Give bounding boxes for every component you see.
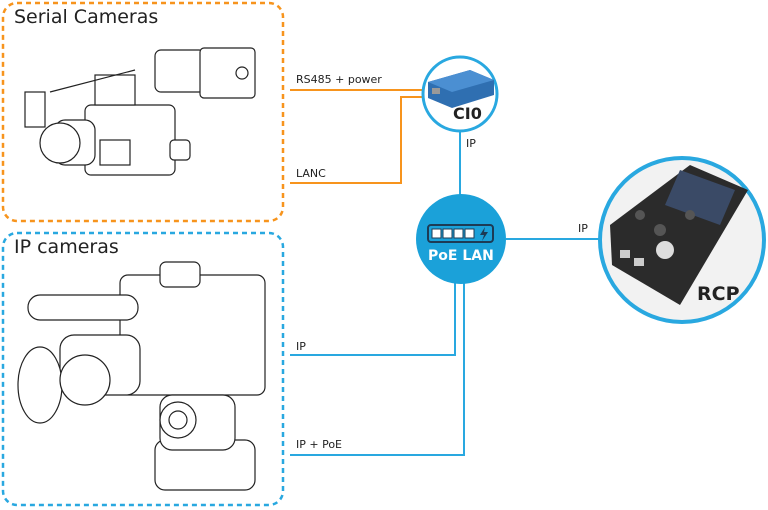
camcorder-image [24,69,191,176]
serial-box-camera-image [154,47,256,99]
ip-camera-label: IP [296,340,306,353]
serial-cameras-group [1,1,285,223]
lanc-line [290,96,425,184]
ip-poe-line [290,283,465,456]
poe-lan-node [416,194,506,284]
rs485-label: RS485 + power [296,73,382,86]
ip-cameras-title: IP cameras [14,236,119,258]
ptz-camera-image [154,394,256,491]
poe-lan-label: PoE LAN [428,248,494,264]
rcp-device-image [610,165,748,305]
ip-cameras-group [1,231,285,507]
ip-camera-line [290,283,456,356]
cio-label: CI0 [453,104,482,123]
cio-ip-label: IP [466,137,476,150]
cio-device-image [428,70,494,108]
rcp-label: RCP [697,283,740,305]
cio-node [421,55,499,133]
broadcast-camera-image [17,261,266,424]
switch-icon [427,224,494,243]
serial-cameras-title: Serial Cameras [14,6,159,28]
lanc-label: LANC [296,167,326,180]
rcp-ip-label: IP [578,222,588,235]
ip-poe-label: IP + PoE [296,438,343,451]
rcp-node [598,156,766,324]
